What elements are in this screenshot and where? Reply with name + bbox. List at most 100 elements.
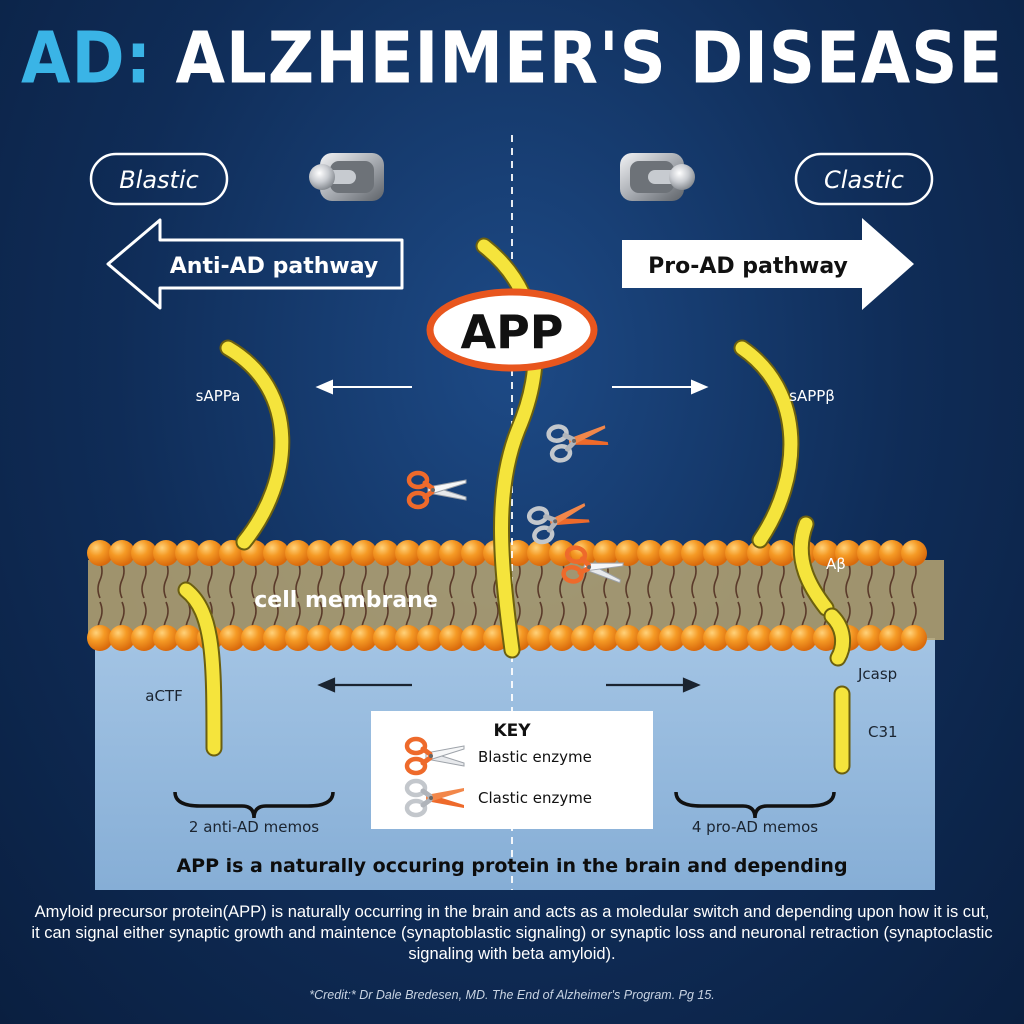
- lipid-head: [131, 540, 157, 566]
- lipid-head: [571, 625, 597, 651]
- lipid-head: [131, 625, 157, 651]
- scissors-icon: [528, 496, 592, 544]
- lipid-head: [329, 540, 355, 566]
- lipid-head: [725, 540, 751, 566]
- lipid-head: [219, 625, 245, 651]
- title-abbrev: AD:: [20, 17, 153, 101]
- lipid-head: [263, 540, 289, 566]
- lipid-head: [791, 625, 817, 651]
- lipid-head: [659, 625, 685, 651]
- page-title: AD: ALZHEIMER'S DISEASE: [0, 18, 1024, 101]
- scissors-icon: [409, 473, 466, 507]
- lipid-head: [879, 625, 905, 651]
- lipid-head: [747, 540, 773, 566]
- lipid-head: [549, 625, 575, 651]
- lipid-head: [307, 625, 333, 651]
- clastic-badge: [794, 152, 934, 206]
- lipid-head: [175, 625, 201, 651]
- title-main: ALZHEIMER'S DISEASE: [175, 17, 1004, 101]
- lipid-head: [87, 540, 113, 566]
- lipid-head: [373, 625, 399, 651]
- sappa-label: sAPPa: [196, 387, 241, 405]
- lipid-head: [769, 625, 795, 651]
- lipid-head: [241, 625, 267, 651]
- lipid-head: [747, 625, 773, 651]
- lipid-head: [593, 540, 619, 566]
- lipid-head: [505, 540, 531, 566]
- sappa-strand: [219, 339, 291, 551]
- actf-label: aCTF: [145, 687, 182, 705]
- lipid-head: [153, 625, 179, 651]
- lipid-head: [263, 625, 289, 651]
- lipid-head: [285, 625, 311, 651]
- actf-strand: [177, 581, 223, 757]
- lipid-head: [879, 540, 905, 566]
- lipid-head: [725, 625, 751, 651]
- lipid-head: [527, 625, 553, 651]
- lipid-head: [703, 625, 729, 651]
- anti-ad-pathway-label: Anti-AD pathway: [170, 254, 378, 279]
- lipid-head: [637, 540, 663, 566]
- pro-ad-brace: [674, 791, 836, 819]
- lipid-head: [307, 540, 333, 566]
- lipid-head: [637, 625, 663, 651]
- key-title: KEY: [493, 721, 531, 741]
- lipid-head: [857, 625, 883, 651]
- lipid-head: [593, 625, 619, 651]
- app-label: APP: [460, 305, 563, 359]
- lipid-head: [197, 540, 223, 566]
- lipid-head: [681, 540, 707, 566]
- diagram-caption: APP is a naturally occuring protein in t…: [176, 855, 847, 877]
- lipid-head: [901, 540, 927, 566]
- lipid-head: [329, 625, 355, 651]
- lipid-head: [439, 540, 465, 566]
- lipid-head: [461, 625, 487, 651]
- pro-ad-pathway-label: Pro-AD pathway: [648, 254, 848, 279]
- lipid-head: [835, 540, 861, 566]
- lipid-head: [527, 540, 553, 566]
- cell-membrane-label: cell membrane: [254, 588, 438, 613]
- key-blastic-label: Blastic enzyme: [478, 748, 592, 766]
- scissors-icon: [547, 418, 609, 461]
- lipid-head: [351, 540, 377, 566]
- arrow-right-icon: [606, 677, 701, 693]
- lipid-head: [285, 540, 311, 566]
- lipid-head: [857, 540, 883, 566]
- lipid-head: [901, 625, 927, 651]
- toggle-switch-icon: [309, 153, 384, 201]
- arrow-left-icon: [315, 379, 412, 395]
- footer-description: Amyloid precursor protein(APP) is natura…: [31, 903, 993, 963]
- lipid-head: [659, 540, 685, 566]
- lipid-head: [109, 625, 135, 651]
- lipid-head: [373, 540, 399, 566]
- abeta-label: Aβ: [826, 555, 846, 573]
- lipid-head: [703, 540, 729, 566]
- key-box: [371, 711, 653, 829]
- anti-ad-brace: [173, 791, 335, 819]
- lipid-head: [615, 540, 641, 566]
- pro-ad-pathway-arrow: [622, 218, 914, 310]
- jcasp-label: Jcasp: [857, 665, 897, 683]
- c31-label: C31: [868, 723, 898, 741]
- lipid-head: [87, 625, 113, 651]
- arrow-right-icon: [612, 379, 709, 395]
- anti-ad-pathway-arrow: [106, 218, 404, 310]
- lipid-head: [813, 540, 839, 566]
- sappb-label: sAPPβ: [789, 387, 835, 405]
- lipid-head: [417, 540, 443, 566]
- lipid-head: [395, 625, 421, 651]
- sappb-strand: [733, 339, 800, 549]
- lipid-head: [681, 625, 707, 651]
- lipid-head: [615, 625, 641, 651]
- lipid-head: [461, 540, 487, 566]
- app-label-ring: [426, 288, 598, 372]
- arrow-left-icon: [317, 677, 412, 693]
- blastic-badge: [89, 152, 229, 206]
- anti-ad-memos: 2 anti-AD memos: [189, 818, 319, 836]
- lipid-head: [395, 540, 421, 566]
- lipid-head: [153, 540, 179, 566]
- lipid-head: [109, 540, 135, 566]
- pro-ad-memos: 4 pro-AD memos: [692, 818, 818, 836]
- toggle-switch-icon: [620, 153, 695, 201]
